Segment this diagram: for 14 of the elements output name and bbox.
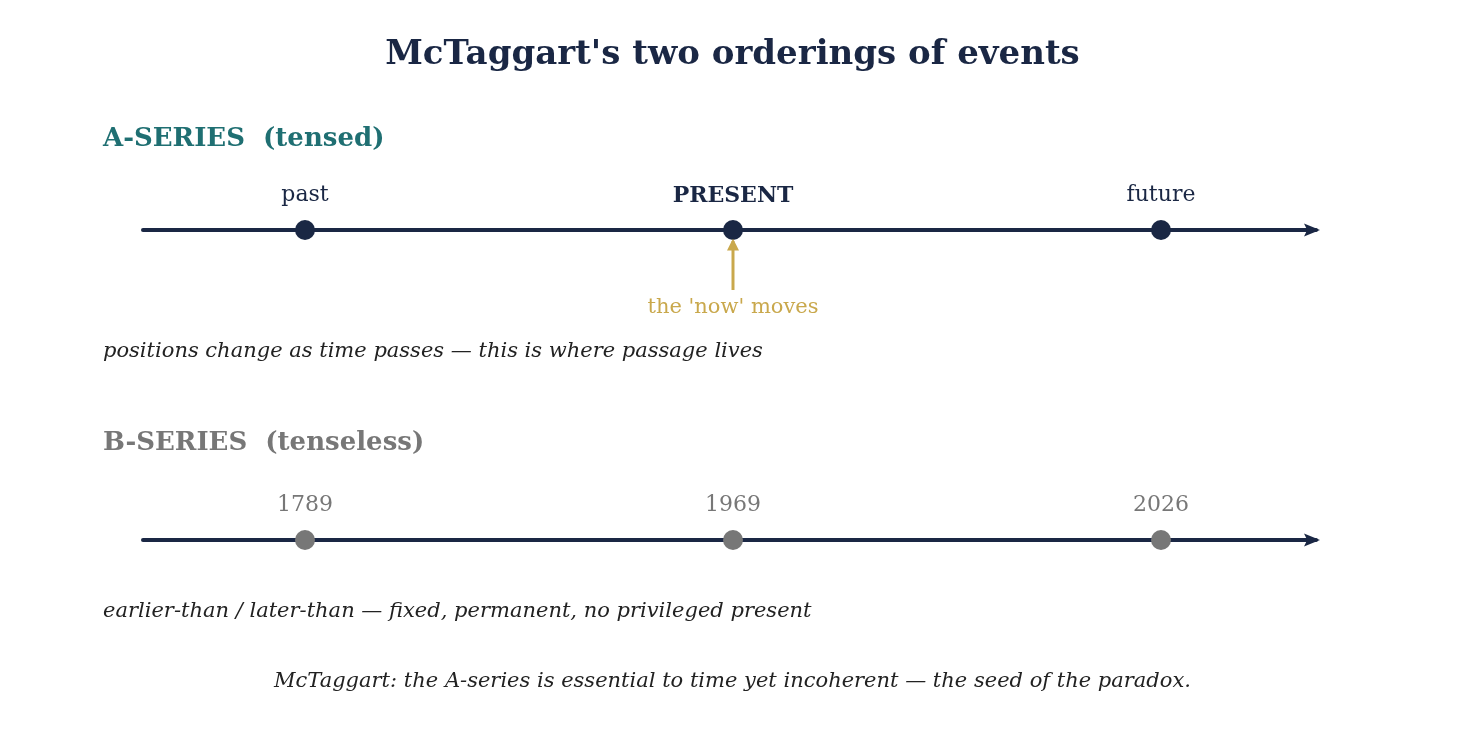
section-heading: B-SERIES (tenseless) <box>103 426 425 456</box>
point-label: PRESENT <box>672 180 794 208</box>
arrow <box>727 238 739 290</box>
note-text: positions change as time passes — this is where passage lives <box>103 338 763 362</box>
point-label: future <box>1126 180 1196 208</box>
annotation-text: the 'now' moves <box>647 293 819 320</box>
point-label: 1789 <box>277 490 333 518</box>
point-label: 2026 <box>1133 490 1189 518</box>
point-label: past <box>281 180 329 208</box>
caption: McTaggart: the A-series is essential to time yet incoherent — the seed of the paradox. <box>272 668 1192 692</box>
diagram-title: McTaggart's two orderings of events <box>384 32 1081 72</box>
point-label: 1969 <box>705 490 761 518</box>
section-heading: A-SERIES (tensed) <box>103 122 385 152</box>
note-text: earlier-than / later-than — fixed, permanent, no privileged present <box>103 598 812 622</box>
